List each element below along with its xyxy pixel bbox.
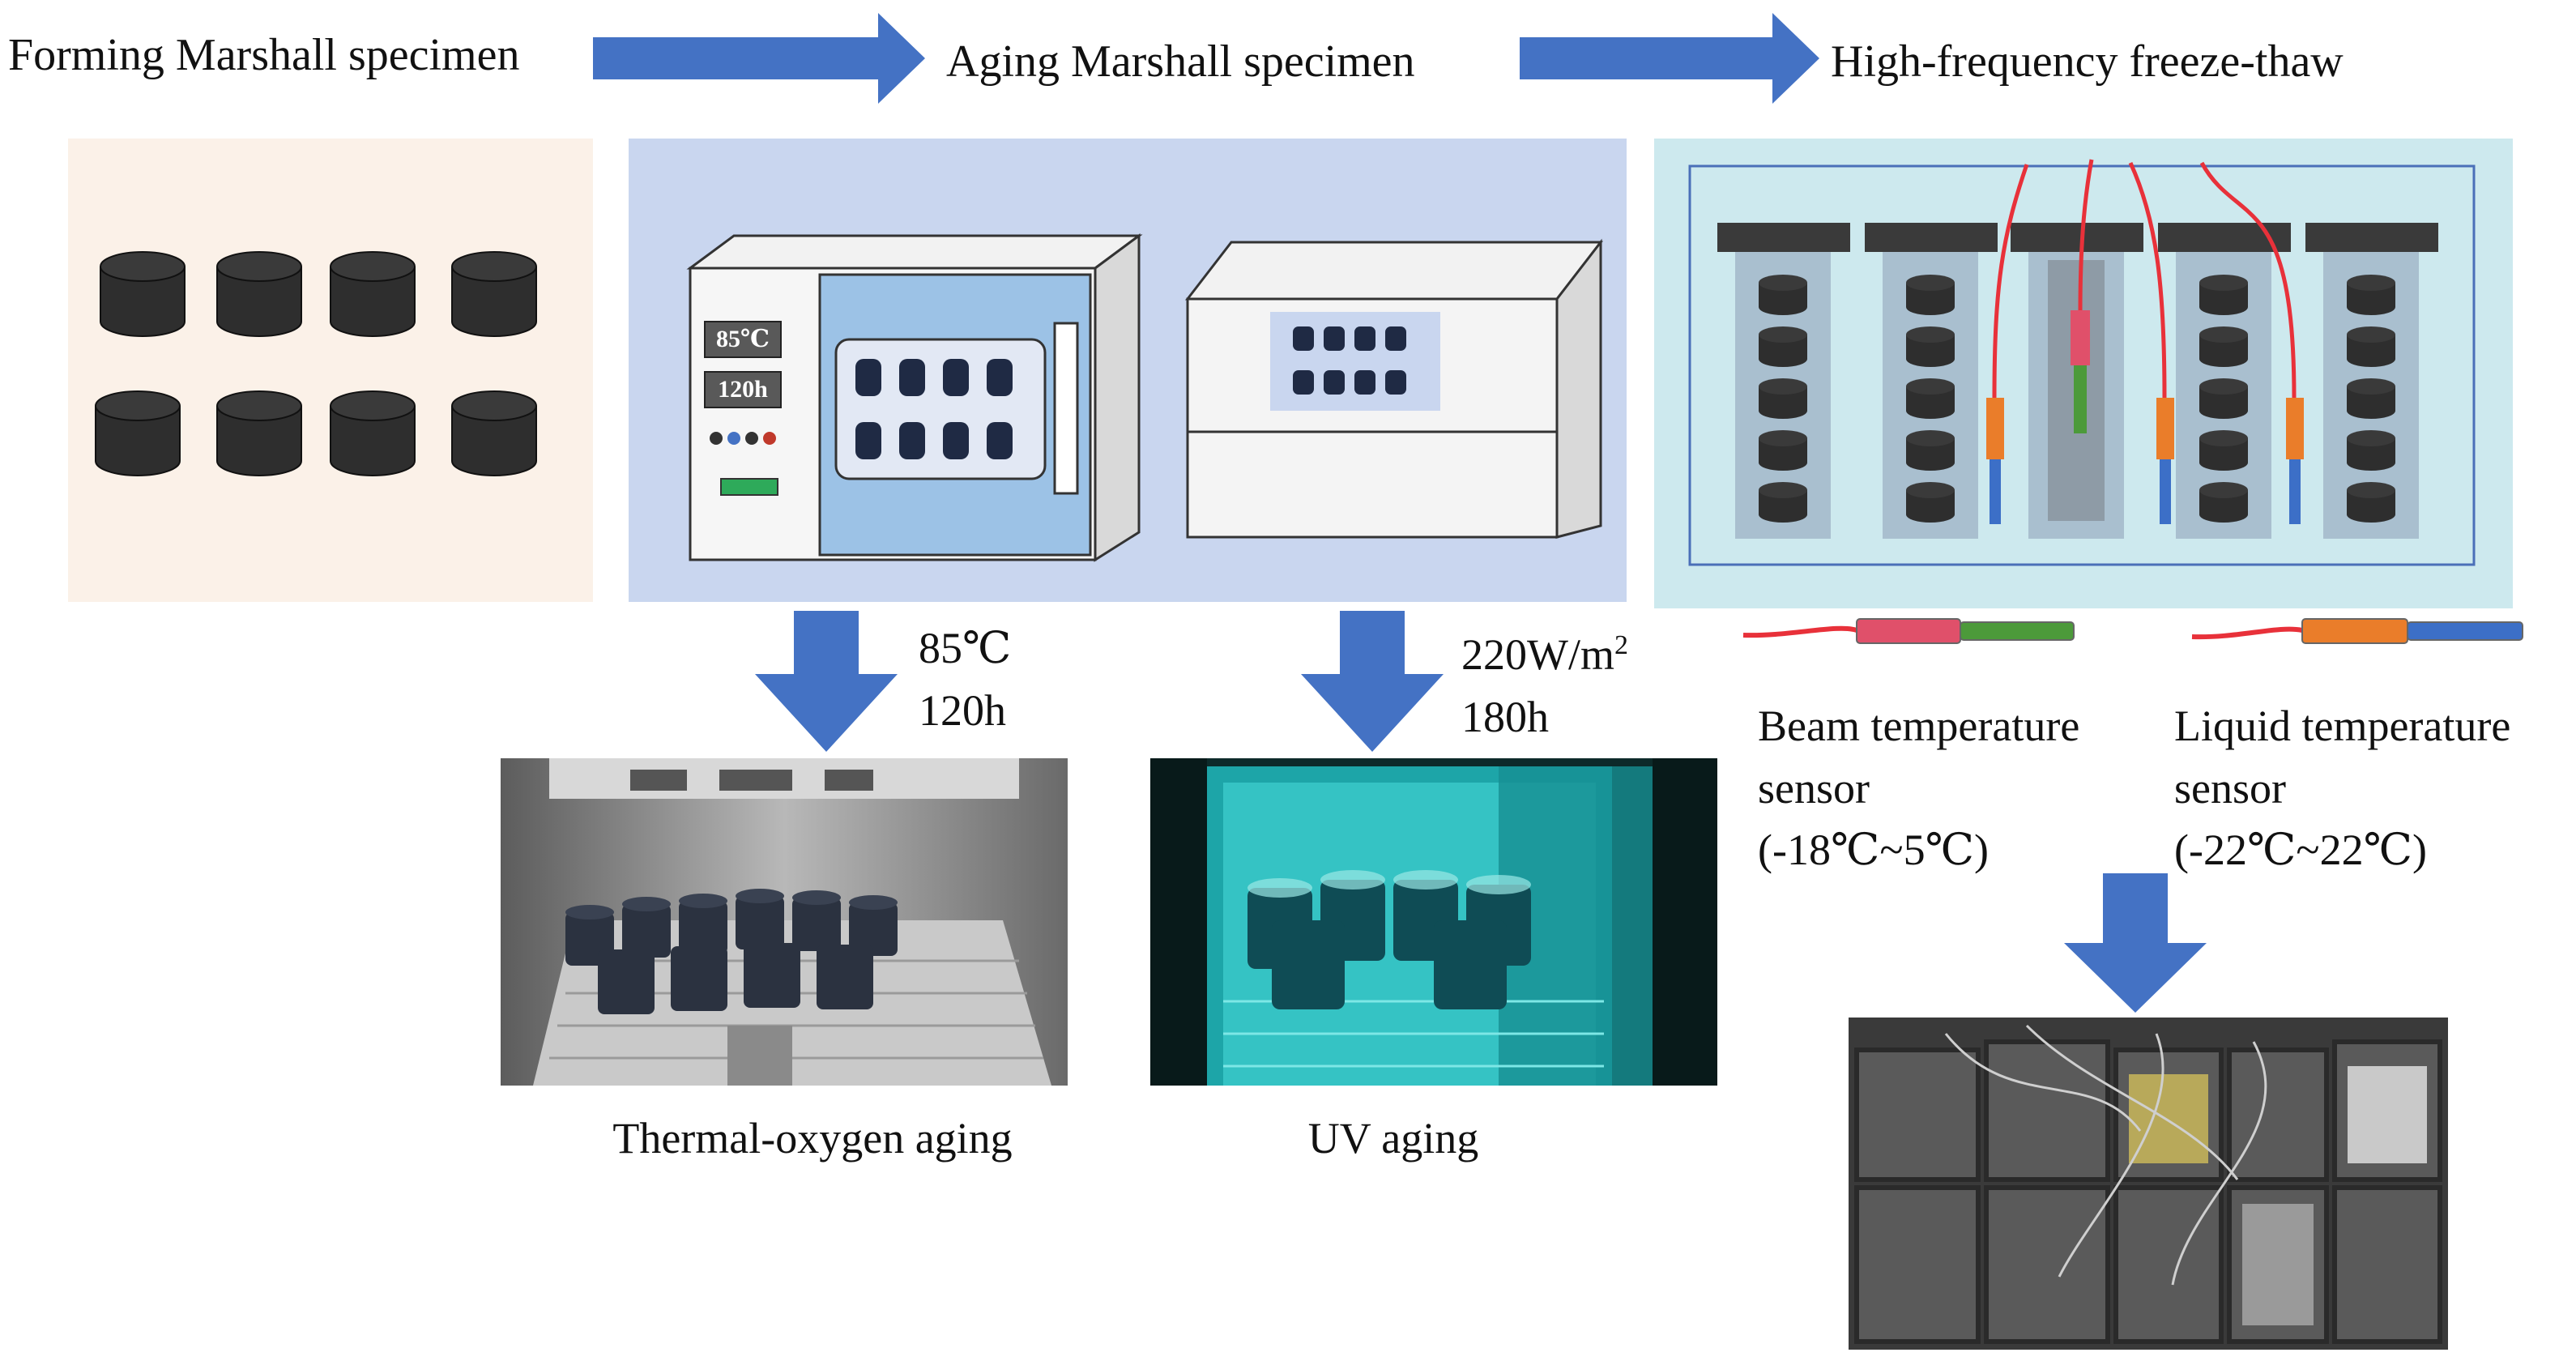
down-arrow-freeze-thaw	[2064, 873, 2207, 1013]
liquid-sensor-icon	[2191, 618, 2523, 644]
oven-temp-display: 85℃	[716, 326, 770, 352]
freeze-thaw-photo	[1849, 1018, 2448, 1350]
flow-arrow-1	[593, 13, 925, 104]
beam-sensor-label-line2: sensor	[1758, 763, 1870, 813]
thermal-aging-caption: Thermal-oxygen aging	[612, 1114, 1013, 1163]
uv-irradiance-value: 220W/m	[1461, 630, 1614, 679]
uv-conditions: 220W/m2 180h	[1461, 624, 1628, 748]
thermal-aging-oven	[686, 233, 1143, 562]
uv-aging-chamber	[1184, 238, 1604, 539]
thermal-time: 120h	[919, 685, 1006, 735]
oven-time-display: 120h	[718, 376, 768, 403]
uv-irradiance: 220W/m2	[1461, 624, 1628, 686]
beam-sensor-label-line1: Beam temperature	[1758, 702, 2080, 750]
marshall-specimens-illustration	[95, 251, 537, 476]
liquid-sensor-label: Liquid temperature sensor (-22℃~22℃)	[2174, 695, 2510, 881]
beam-sensor-range: (-18℃~5℃)	[1758, 826, 1989, 875]
freeze-thaw-panel	[1654, 139, 2513, 608]
liquid-sensor-range: (-22℃~22℃)	[2174, 826, 2427, 875]
forming-panel	[68, 139, 593, 602]
liquid-sensor-label-line1: Liquid temperature	[2174, 702, 2511, 750]
thermal-aging-photo	[501, 758, 1068, 1086]
uv-time: 180h	[1461, 692, 1549, 741]
thermal-conditions: 85℃ 120h	[919, 617, 1011, 741]
step-aging-label: Aging Marshall specimen	[946, 36, 1415, 87]
step-forming-label: Forming Marshall specimen	[8, 30, 520, 80]
flow-arrow-2	[1520, 13, 1819, 104]
beam-sensor-icon	[1742, 618, 2075, 644]
liquid-sensor-label-line2: sensor	[2174, 763, 2286, 813]
down-arrow-uv	[1301, 611, 1444, 752]
uv-aging-caption: UV aging	[1307, 1114, 1479, 1163]
down-arrow-thermal	[755, 611, 898, 752]
uv-irradiance-exponent: 2	[1614, 630, 1628, 660]
aging-equipment-illustration	[686, 233, 1604, 562]
step-freeze-thaw-label: High-frequency freeze-thaw	[1831, 36, 2344, 87]
thermal-temp: 85℃	[919, 624, 1012, 672]
beam-sensor-label: Beam temperature sensor (-18℃~5℃)	[1758, 695, 2079, 881]
uv-aging-photo	[1150, 758, 1717, 1086]
aging-panel: 85℃ 120h	[629, 139, 1627, 602]
freeze-thaw-tank-illustration	[1688, 159, 2476, 566]
